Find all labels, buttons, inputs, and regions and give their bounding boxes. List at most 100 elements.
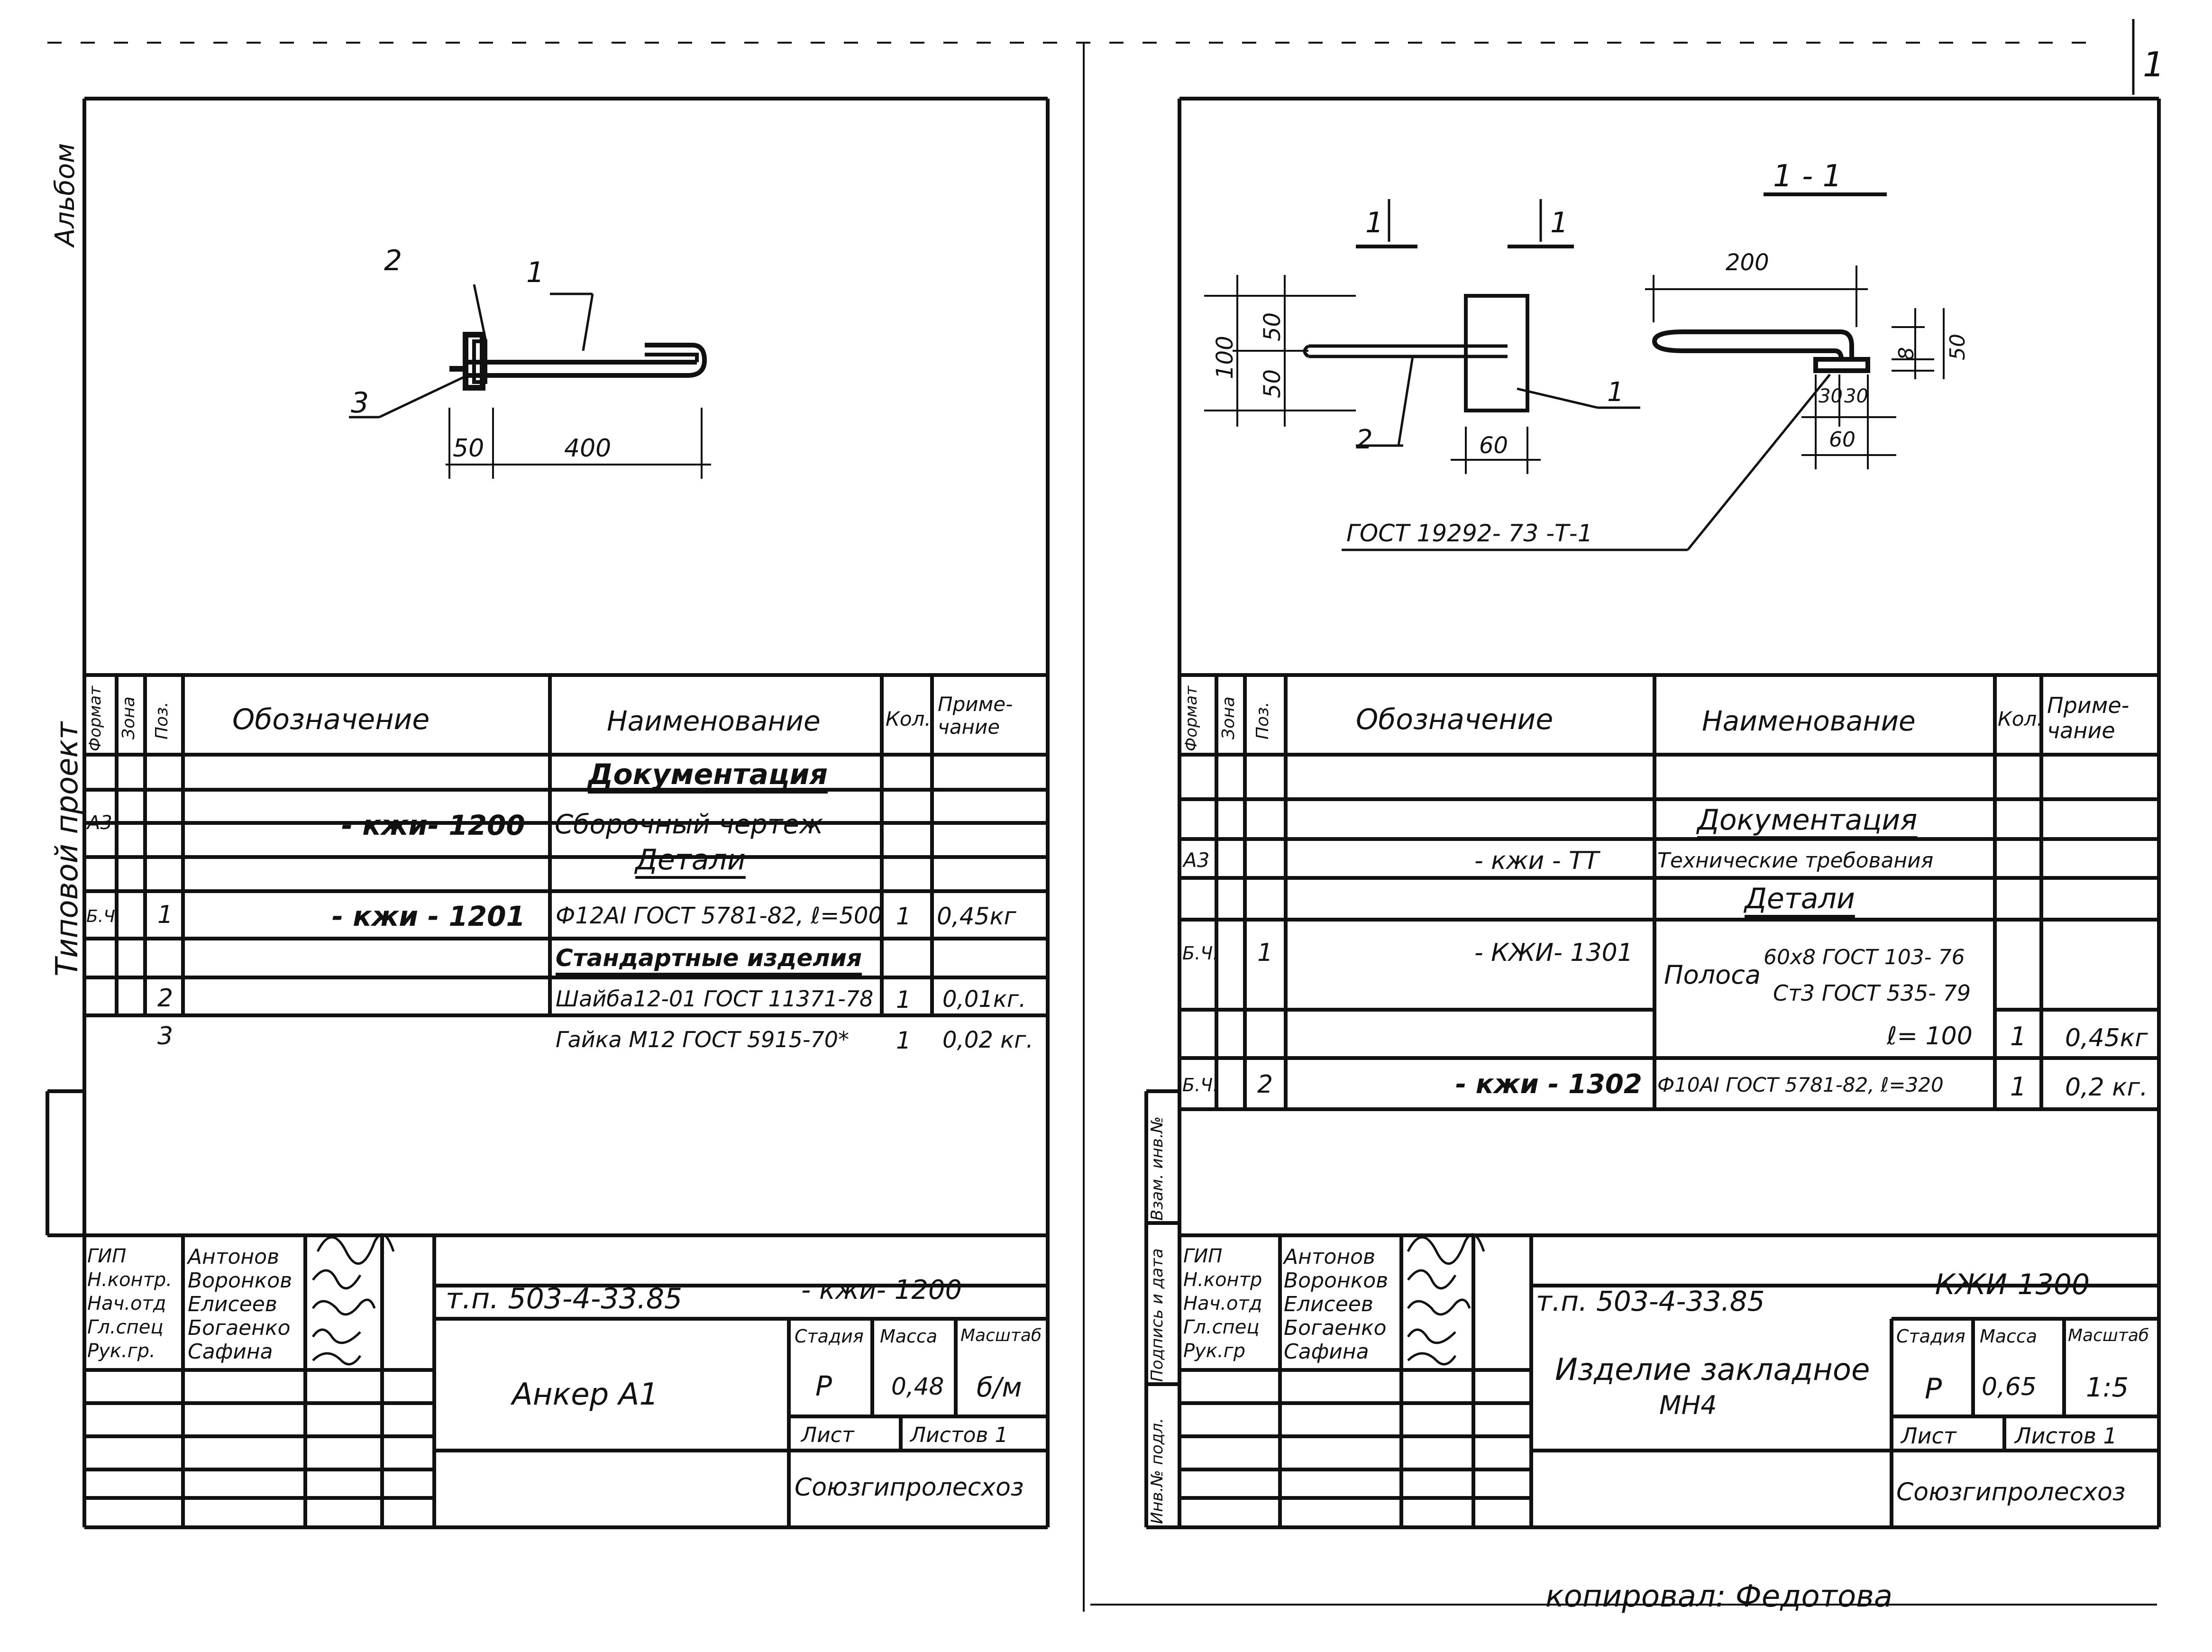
- row-qty: 1: [896, 986, 911, 1013]
- mass-value: 0,65: [1982, 1373, 2037, 1401]
- scale-value: б/м: [977, 1372, 1022, 1403]
- header-format: Формат: [86, 686, 105, 751]
- row-designation: - кжи- 1200: [341, 809, 525, 841]
- table-row: Детали: [635, 843, 746, 876]
- stamp-role: Рук.гр.: [87, 1340, 155, 1362]
- callout-3: 3: [351, 386, 369, 420]
- stamp-name: Сафина: [188, 1340, 273, 1364]
- callout-1-plate: 1: [1607, 377, 1624, 408]
- row-name: ℓ= 100: [1887, 1022, 1973, 1050]
- stamp-name: Богаенко: [188, 1316, 291, 1340]
- row-format: Б.Ч.: [86, 907, 121, 926]
- dim-100: 100: [1212, 336, 1238, 379]
- row-qty: 1: [896, 903, 911, 930]
- sheets-label: Листов 1: [2015, 1423, 2117, 1449]
- drawing-title: Анкер А1: [512, 1377, 659, 1412]
- stamp-role: Гл.спец: [87, 1316, 164, 1338]
- header-name: Наименование: [607, 705, 821, 737]
- callout-2: 2: [384, 244, 402, 277]
- row-qty: 1: [896, 1027, 911, 1054]
- header-note: Приме- чание: [938, 693, 1013, 739]
- stamp-role: Н.контр.: [87, 1269, 172, 1291]
- stage-value: Р: [815, 1370, 832, 1402]
- stamp-role: Гл.спец: [1183, 1316, 1260, 1338]
- header-zone: Зона: [119, 696, 138, 739]
- drawing-subtitle: МН4: [1659, 1390, 1717, 1420]
- series-label: Типовой проект: [50, 721, 85, 977]
- header-pos: Поз.: [152, 702, 172, 739]
- project-number: т.п. 503-4-33.85: [1536, 1285, 1765, 1317]
- dim-50-lower: 50: [1259, 369, 1286, 398]
- dim-8: 8: [1894, 347, 1919, 360]
- stamp-name: Елисеев: [1284, 1292, 1373, 1316]
- header-qty: Кол.: [1998, 707, 2043, 730]
- stamp-name: Воронков: [1284, 1269, 1389, 1293]
- row-designation: - кжи - 1302: [1455, 1069, 1642, 1100]
- row-format: А3: [87, 812, 112, 834]
- row-name: Ф12АI ГОСТ 5781-82, ℓ=500: [556, 903, 883, 929]
- row-note: 0,45кг: [2065, 1024, 2148, 1052]
- page-number: 1: [2143, 45, 2165, 84]
- dim-30-a: 30: [1819, 385, 1843, 407]
- mass-value: 0,48: [891, 1373, 944, 1400]
- stamp-role: Нач.отд: [1183, 1293, 1262, 1314]
- header-format: Формат: [1182, 686, 1201, 751]
- side-label-original: Инв.№ подл.: [1148, 1418, 1167, 1524]
- row-note: 0,01кг.: [942, 986, 1026, 1013]
- dim-60-plan: 60: [1479, 432, 1508, 459]
- stamp-role: ГИП: [87, 1245, 127, 1267]
- row-name: Полоса: [1664, 960, 1761, 990]
- stamp-name: Богаенко: [1284, 1316, 1387, 1340]
- section-title: 1 - 1: [1773, 159, 1842, 194]
- row-designation: - кжи - 1201: [332, 900, 525, 932]
- stamp-name: Сафина: [1284, 1340, 1369, 1364]
- callout-2-bar: 2: [1356, 424, 1373, 455]
- drawing-code: - кжи- 1200: [801, 1275, 962, 1305]
- header-qty: Кол.: [886, 707, 931, 730]
- side-label-signature: Подпись и дата: [1148, 1248, 1167, 1382]
- cut-mark-right: 1: [1550, 206, 1569, 239]
- side-label-replaces: Взам. инв.№: [1148, 1116, 1167, 1221]
- dim-50-section: 50: [1946, 334, 1970, 360]
- header-designation: Обозначение: [232, 703, 430, 736]
- row-pos: 1: [157, 901, 174, 929]
- dim-50: 50: [453, 434, 484, 463]
- table-row: Стандартные изделия: [556, 944, 862, 972]
- scale-label: Масштаб: [2068, 1326, 2149, 1345]
- row-pos: 3: [157, 1022, 174, 1050]
- sheet-label: Лист: [1901, 1423, 1956, 1449]
- row-note: 0,02 кг.: [942, 1027, 1033, 1053]
- dim-50-upper: 50: [1259, 312, 1286, 341]
- table-row: Документация: [588, 758, 828, 791]
- header-note: Приме- чание: [2047, 693, 2130, 743]
- header-pos: Поз.: [1253, 702, 1272, 739]
- drawing-title: Изделие закладное: [1555, 1352, 1870, 1387]
- row-designation: - кжи - ТТ: [1474, 847, 1599, 875]
- row-name: Шайба12-01 ГОСТ 11371-78: [556, 986, 874, 1012]
- project-number: т.п. 503-4-33.85: [446, 1282, 683, 1315]
- stamp-role: Рук.гр: [1183, 1340, 1246, 1362]
- row-name: Сборочный чертеж: [555, 809, 823, 840]
- stage-label: Стадия: [795, 1326, 864, 1347]
- header-name: Наименование: [1702, 705, 1916, 737]
- stamp-name: Антонов: [1284, 1245, 1376, 1269]
- dim-400: 400: [564, 434, 612, 463]
- header-designation: Обозначение: [1356, 703, 1554, 736]
- stamp-role: Н.контр: [1183, 1269, 1262, 1291]
- row-format: А3: [1183, 849, 1210, 872]
- row-qty: 1: [2010, 1072, 2027, 1102]
- stamp-name: Антонов: [188, 1245, 280, 1269]
- drawing-code: -КЖИ-1300: [1925, 1268, 2090, 1301]
- copied-by: копировал: Федотова: [1545, 1579, 1893, 1614]
- row-name: Гайка М12 ГОСТ 5915-70*: [556, 1027, 850, 1052]
- table-row: Документация: [1697, 803, 1918, 837]
- dim-60-section: 60: [1829, 428, 1856, 452]
- mass-label: Масса: [880, 1326, 938, 1347]
- gost-label: ГОСТ 19292- 73 -Т-1: [1346, 520, 1593, 547]
- scale-value: 1:5: [2086, 1372, 2129, 1403]
- dim-200: 200: [1726, 249, 1769, 276]
- sheet-label: Лист: [801, 1423, 854, 1447]
- stamp-role: Нач.отд: [87, 1293, 166, 1314]
- stamp-name: Воронков: [188, 1269, 292, 1293]
